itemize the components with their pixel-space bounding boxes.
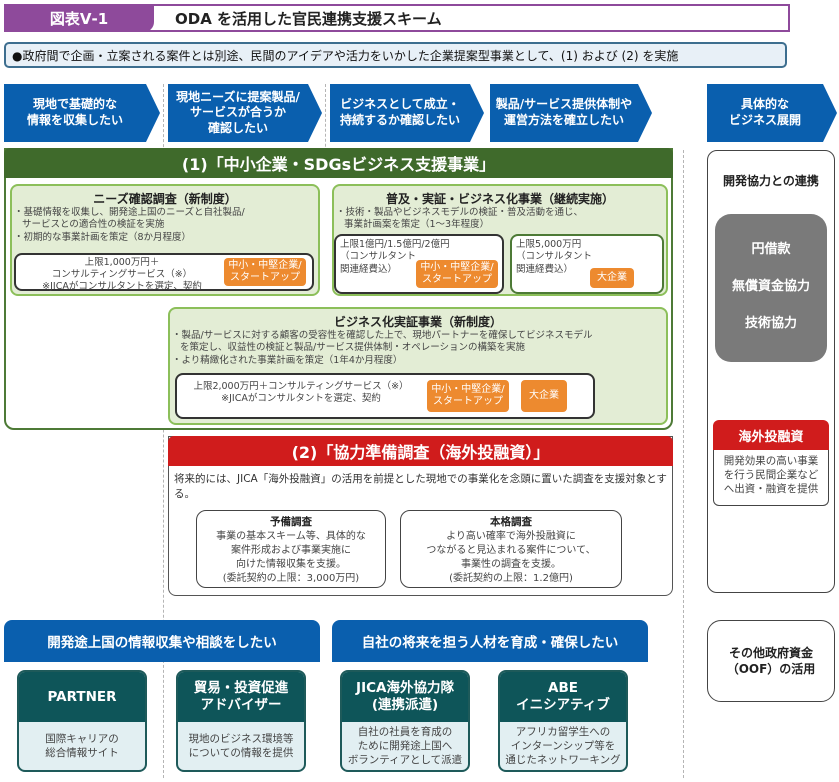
needs-bullet: ・初期的な事業計画を策定（8か月程度） <box>14 231 192 243</box>
preliminary-survey-box: 予備調査 事業の基本スキーム等、具体的な 案件形成および事業実施に 向けた情報収… <box>196 510 386 588</box>
dev-coop-title: 開発協力との連携 <box>723 174 819 188</box>
card-title: JICA海外協力隊 (連携派遣) <box>342 672 468 722</box>
figure-label: 図表Ⅴ-1 <box>4 4 154 32</box>
arrow-label: 具体的な ビジネス展開 <box>728 97 801 127</box>
card-body: 国際キャリアの 総合情報サイト <box>45 732 119 759</box>
card-title: 貿易・投資促進 アドバイザー <box>178 672 304 722</box>
tag-sme-startup: 中小・中堅企業/ スタートアップ <box>224 258 306 286</box>
oda-type-item: 技術協力 <box>744 316 797 331</box>
arrow-step-3: ビジネスとして成立・ 持続するか確認したい <box>330 84 484 142</box>
card-title: ABE イニシアティブ <box>500 672 626 722</box>
card-jica-volunteers: JICA海外協力隊 (連携派遣) 自社の社員を育成の ために開発途上国へ ボラン… <box>340 670 470 772</box>
spread-verify-title: 普及・実証・ビジネス化事業（継続実施） <box>385 192 614 206</box>
full-survey-title: 本格調査 <box>490 516 532 528</box>
spread-limit-large-box: 上限5,000万円 （コンサルタント 関連経費込） 大企業 <box>510 234 664 294</box>
arrow-label: ビジネスとして成立・ 持続するか確認したい <box>339 97 460 127</box>
oda-type-item: 無償資金協力 <box>731 279 810 294</box>
arrow-label: 現地で基礎的な 情報を収集したい <box>26 97 123 127</box>
section-sme-sdgs-title: (1)「中小企業・SDGsビジネス支援事業」 <box>4 148 673 178</box>
spread-limit-large: 上限5,000万円 （コンサルタント 関連経費込） <box>516 239 593 275</box>
card-abe-initiative: ABE イニシアティブ アフリカ留学生への インターンシップ等を 通じたネットワ… <box>498 670 628 772</box>
overseas-investment-body: 開発効果の高い事業 を行う民間企業など へ出資・融資を提供 <box>713 450 829 506</box>
card-body: 現地のビジネス環境等 についての情報を提供 <box>188 732 294 759</box>
preliminary-survey-limit: (委託契約の上限：3,000万円) <box>222 573 360 584</box>
verify-limit: 上限2,000万円＋コンサルティングサービス（※） ※JICAがコンサルタントを… <box>193 381 409 405</box>
oda-types-box: 円借款 無償資金協力 技術協力 <box>715 214 827 362</box>
arrow-step-4: 製品/サービス提供体制や 運営方法を確立したい <box>490 84 652 142</box>
card-body: アフリカ留学生への インターンシップ等を 通じたネットワーキング <box>505 725 621 767</box>
card-title: PARTNER <box>19 672 145 722</box>
arrow-label: 現地ニーズに提案製品/ サービスが合うか 確認したい <box>176 89 300 135</box>
verify-bullet: ・より精緻化された事業計画を策定（1年4か月程度） <box>172 354 403 366</box>
info-gathering-header: 開発途上国の情報収集や相談をしたい <box>4 620 320 662</box>
summary-box: ●政府間で企画・立案される案件とは別途、民間のアイデアや活力をいかした企業提案型… <box>4 42 787 68</box>
arrow-label: 製品/サービス提供体制や 運営方法を確立したい <box>495 97 633 127</box>
needs-limit-box: 上限1,000万円＋ コンサルティングサービス（※） ※JICAがコンサルタント… <box>14 253 314 292</box>
card-partner: PARTNER 国際キャリアの 総合情報サイト <box>17 670 147 772</box>
spread-limit-sme: 上限1億円/1.5億円/2億円 （コンサルタント 関連経費込） <box>340 239 450 275</box>
arrow-step-2: 現地ニーズに提案製品/ サービスが合うか 確認したい <box>168 84 322 142</box>
spread-bullet: ・技術・製品やビジネスモデルの検証・普及活動を通じ、 事業計画案を策定（1～3年… <box>336 207 584 231</box>
needs-bullet: ・基礎情報を収集し、開発途上国のニーズと自社製品/ サービスとの適合性の検証を実… <box>14 207 245 231</box>
card-body: 自社の社員を育成の ために開発途上国へ ボランティアとして派遣 <box>347 725 463 767</box>
arrow-step-1: 現地で基礎的な 情報を収集したい <box>4 84 160 142</box>
full-survey-limit: (委託契約の上限：1.2億円) <box>449 573 573 584</box>
talent-development-header: 自社の将来を担う人材を育成・確保したい <box>332 620 648 662</box>
divider <box>683 150 684 778</box>
full-survey-box: 本格調査 より高い確率で海外投融資に つながると見込まれる案件について、 事業性… <box>400 510 622 588</box>
spread-limit-sme-box: 上限1億円/1.5億円/2億円 （コンサルタント 関連経費込） 中小・中堅企業/… <box>334 234 504 294</box>
oof-box: その他政府資金 （OOF）の活用 <box>707 620 835 702</box>
card-trade-advisor: 貿易・投資促進 アドバイザー 現地のビジネス環境等 についての情報を提供 <box>176 670 306 772</box>
tag-large-company: 大企業 <box>590 268 634 288</box>
section-prep-survey-title: (2)「協力準備調査（海外投融資）」 <box>168 436 673 466</box>
prep-survey-intro: 将来的には、JICA「海外投融資」の活用を前提とした現地での事業化を念頭に置いた… <box>174 473 667 500</box>
preliminary-survey-title: 予備調査 <box>270 516 312 528</box>
divider <box>163 84 164 778</box>
full-survey-body: より高い確率で海外投融資に つながると見込まれる案件について、 事業性の調査を支… <box>426 531 596 570</box>
overseas-investment-title: 海外投融資 <box>713 420 829 450</box>
verify-limit-box: 上限2,000万円＋コンサルティングサービス（※） ※JICAがコンサルタントを… <box>175 373 595 419</box>
business-verify-title: ビジネス化実証事業（新制度） <box>333 315 502 329</box>
tag-sme-startup: 中小・中堅企業/ スタートアップ <box>427 380 509 412</box>
page-title: ODA を活用した官民連携支援スキーム <box>175 9 442 28</box>
tag-large-company: 大企業 <box>521 380 567 412</box>
tag-sme-startup: 中小・中堅企業/ スタートアップ <box>416 260 498 288</box>
verify-bullet: ・製品/サービスに対する顧客の受容性を確認した上で、現地パートナーを確保してビジ… <box>172 330 593 354</box>
preliminary-survey-body: 事業の基本スキーム等、具体的な 案件形成および事業実施に 向けた情報収集を支援。 <box>216 531 366 570</box>
arrow-step-5: 具体的な ビジネス展開 <box>707 84 837 142</box>
needs-limit: 上限1,000万円＋ コンサルティングサービス（※） ※JICAがコンサルタント… <box>42 257 202 292</box>
oda-type-item: 円借款 <box>751 242 791 257</box>
needs-survey-title: ニーズ確認調査（新制度） <box>93 192 237 206</box>
